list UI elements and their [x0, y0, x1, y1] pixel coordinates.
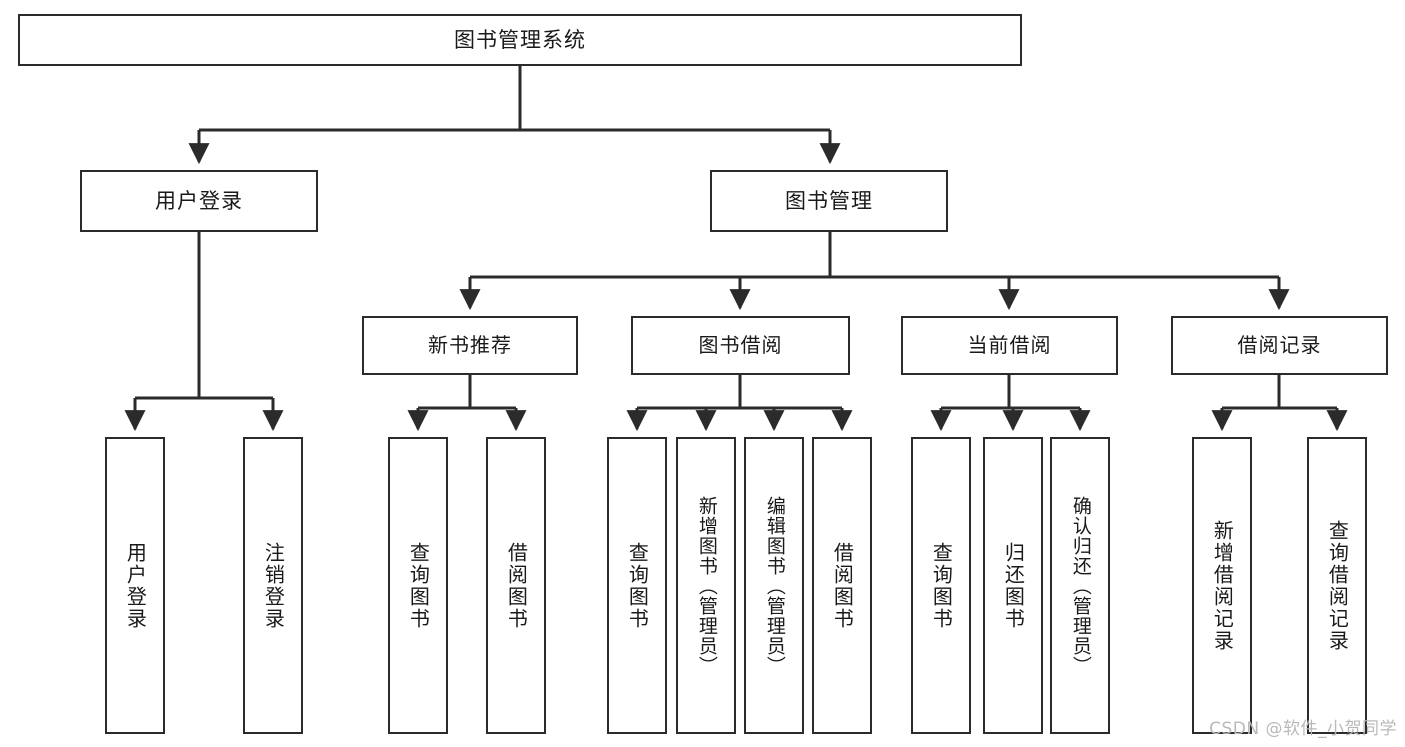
- node-borrow-record[interactable]: 借阅记录: [1171, 316, 1388, 375]
- node-leaf-logout-login[interactable]: 注销登录: [243, 437, 303, 734]
- node-book-borrow[interactable]: 图书借阅: [631, 316, 850, 375]
- node-leaf-query-book-cb-label: 查询图书: [929, 541, 954, 630]
- node-leaf-user-login-label: 用户登录: [123, 541, 148, 630]
- node-leaf-return-book-label: 归还图书: [1001, 541, 1026, 630]
- node-leaf-borrow-book-rec[interactable]: 借阅图书: [486, 437, 546, 734]
- node-root[interactable]: 图书管理系统: [18, 14, 1022, 66]
- node-current-borrow[interactable]: 当前借阅: [901, 316, 1118, 375]
- node-book-manage-label: 图书管理: [785, 188, 873, 213]
- node-leaf-query-borrow-rec-label: 查询借阅记录: [1325, 519, 1350, 652]
- node-leaf-add-book[interactable]: 新增图书（管理员）: [676, 437, 736, 734]
- node-leaf-query-book-rec-label: 查询图书: [406, 541, 431, 630]
- node-leaf-query-book-cb[interactable]: 查询图书: [911, 437, 971, 734]
- node-leaf-edit-book[interactable]: 编辑图书（管理员）: [744, 437, 804, 734]
- node-root-label: 图书管理系统: [454, 27, 586, 52]
- node-leaf-edit-book-label: 编辑图书（管理员）: [763, 495, 786, 676]
- node-current-borrow-label: 当前借阅: [967, 332, 1052, 357]
- node-borrow-record-label: 借阅记录: [1237, 332, 1322, 357]
- node-leaf-add-borrow-rec-label: 新增借阅记录: [1210, 519, 1235, 652]
- node-new-book-rec[interactable]: 新书推荐: [362, 316, 578, 375]
- node-leaf-user-login[interactable]: 用户登录: [105, 437, 165, 734]
- node-leaf-query-borrow-rec[interactable]: 查询借阅记录: [1307, 437, 1367, 734]
- node-leaf-logout-login-label: 注销登录: [261, 541, 286, 630]
- node-leaf-borrow-book-rec-label: 借阅图书: [504, 541, 529, 630]
- node-leaf-add-borrow-rec[interactable]: 新增借阅记录: [1192, 437, 1252, 734]
- node-new-book-rec-label: 新书推荐: [428, 332, 512, 357]
- node-book-manage[interactable]: 图书管理: [710, 170, 948, 232]
- node-leaf-query-book-rec[interactable]: 查询图书: [388, 437, 448, 734]
- node-leaf-borrow-book-bb[interactable]: 借阅图书: [812, 437, 872, 734]
- node-leaf-add-book-label: 新增图书（管理员）: [695, 495, 718, 676]
- node-leaf-query-book-bb[interactable]: 查询图书: [607, 437, 667, 734]
- node-leaf-confirm-return-label: 确认归还（管理员）: [1069, 495, 1092, 676]
- node-leaf-borrow-book-bb-label: 借阅图书: [830, 541, 855, 630]
- node-leaf-query-book-bb-label: 查询图书: [625, 541, 650, 630]
- node-book-borrow-label: 图书借阅: [698, 332, 783, 357]
- csdn-watermark: CSDN @软件_小贺同学: [1209, 719, 1397, 739]
- node-leaf-return-book[interactable]: 归还图书: [983, 437, 1043, 734]
- node-user-login[interactable]: 用户登录: [80, 170, 318, 232]
- node-leaf-confirm-return[interactable]: 确认归还（管理员）: [1050, 437, 1110, 734]
- node-user-login-label: 用户登录: [155, 188, 243, 213]
